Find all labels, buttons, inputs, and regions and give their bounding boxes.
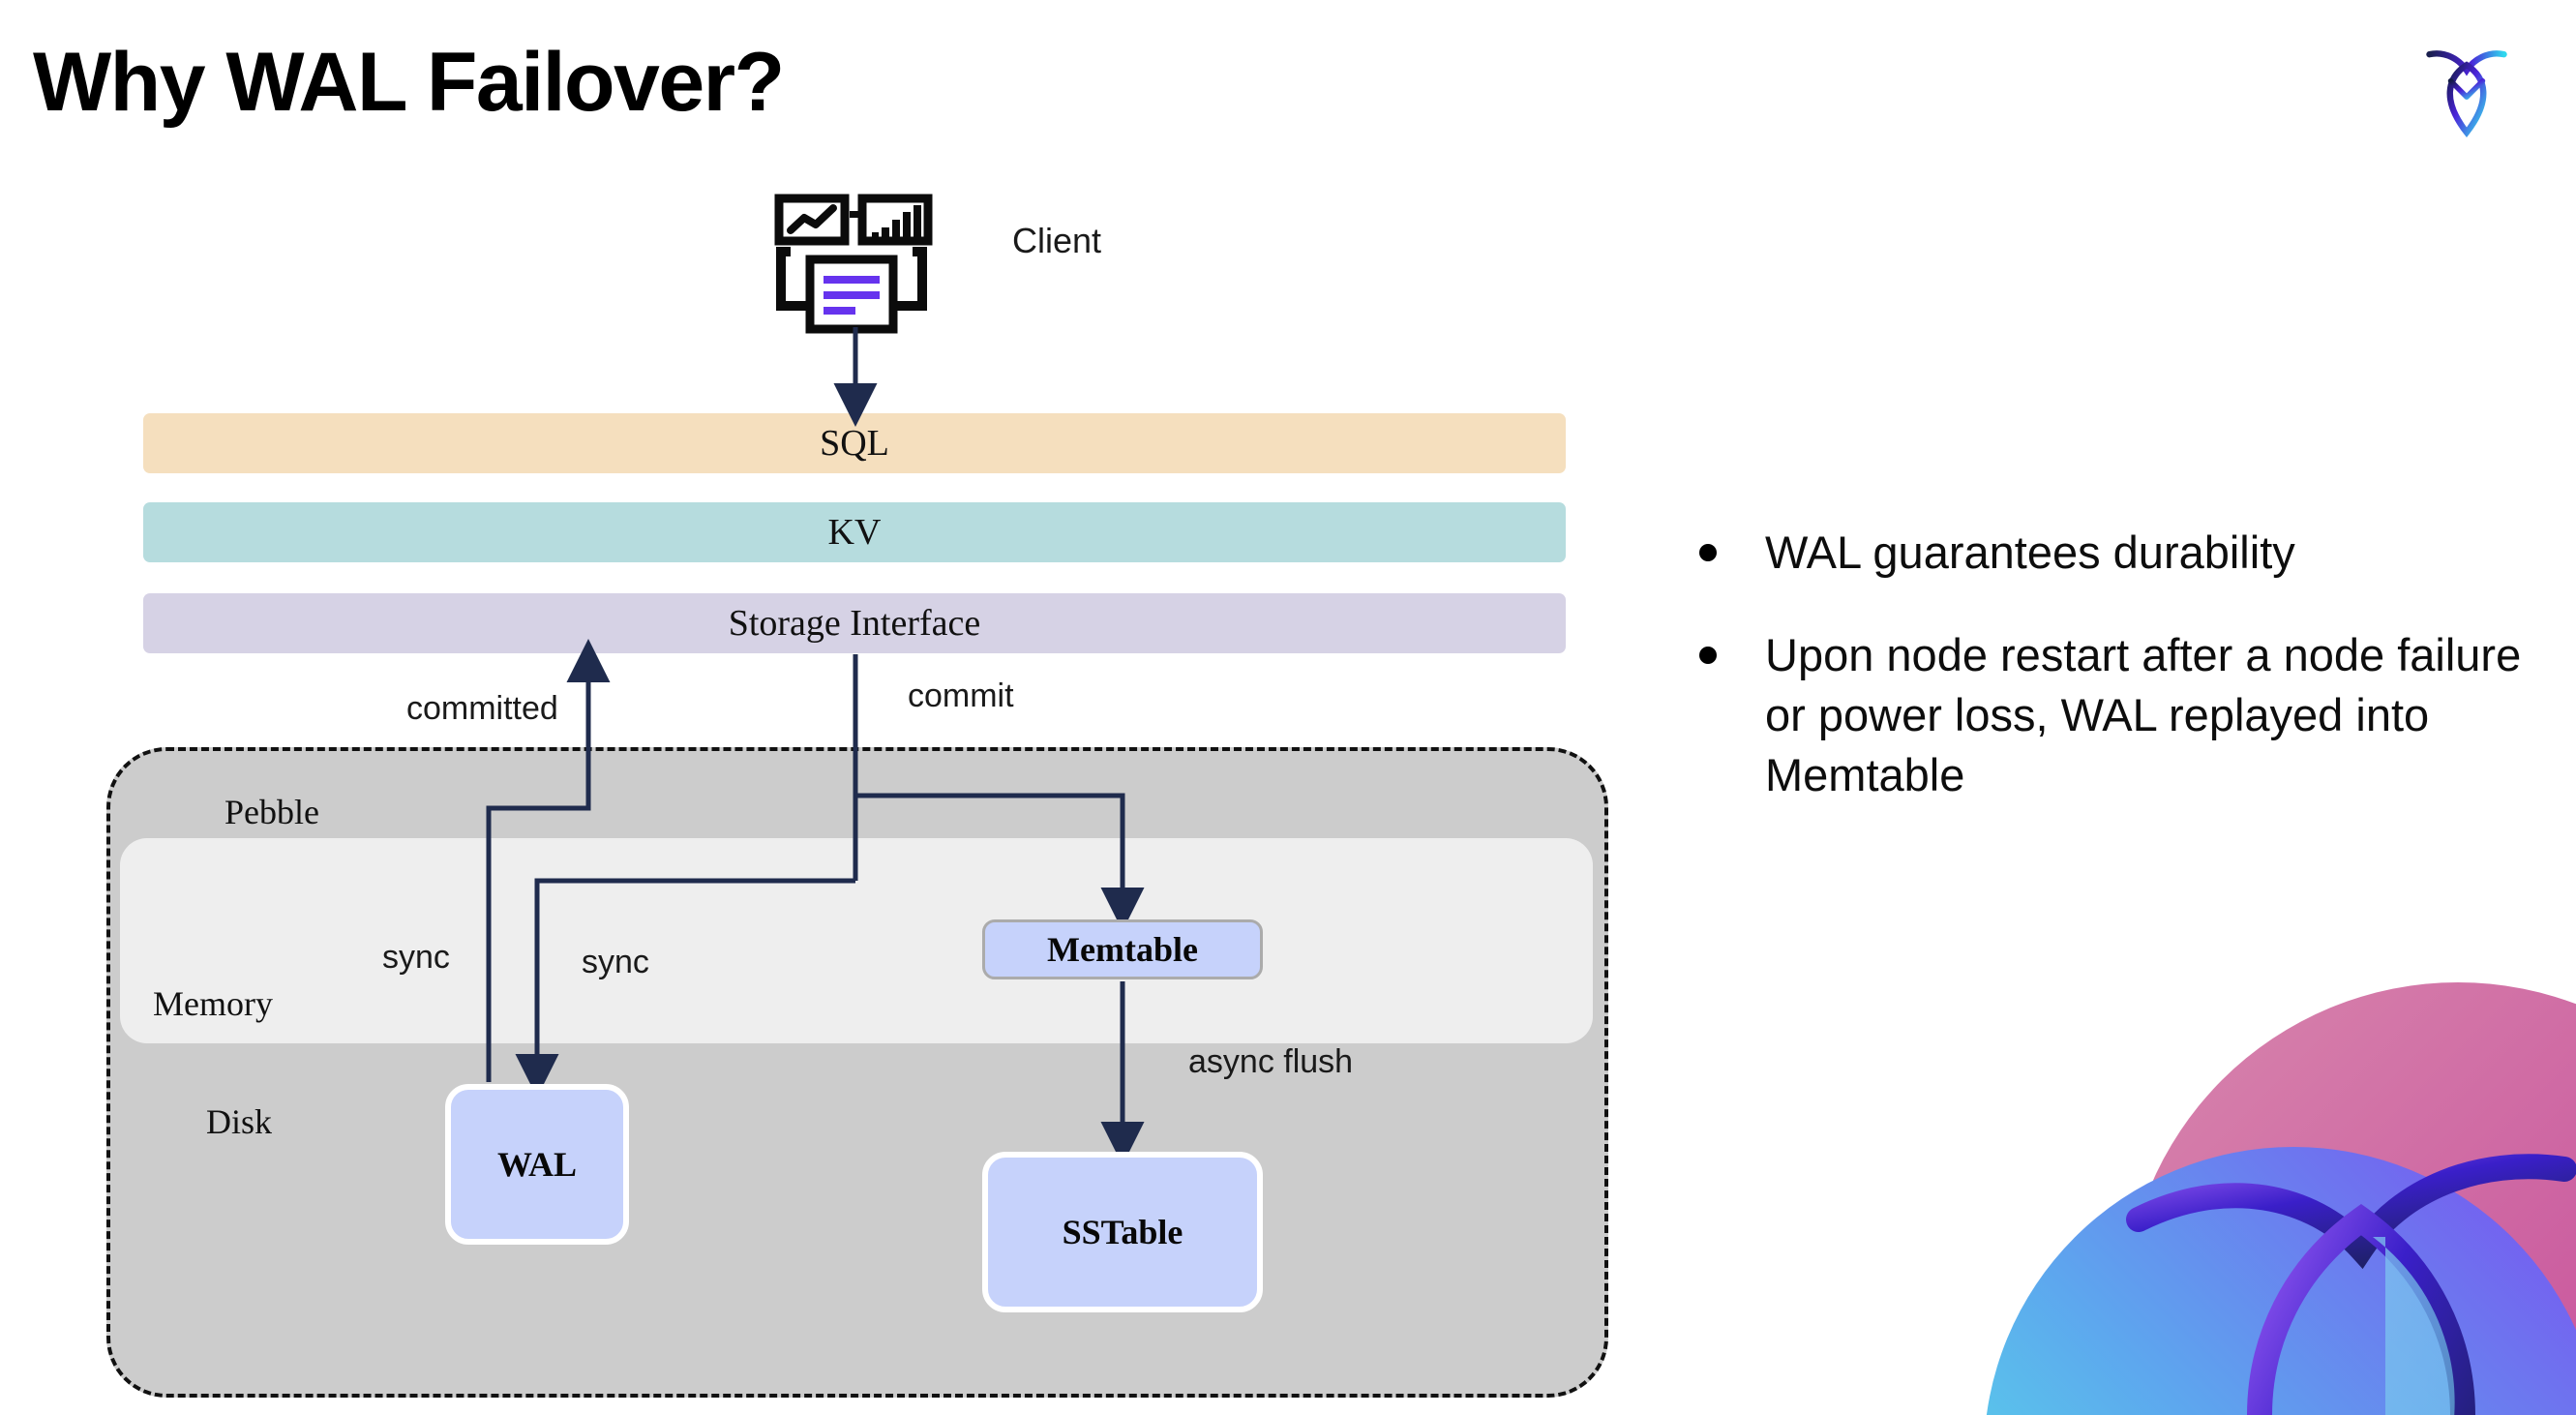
node-memtable[interactable]: Memtable <box>982 919 1263 979</box>
list-item: Upon node restart after a node failure o… <box>1699 625 2522 805</box>
bullet-list: WAL guarantees durability Upon node rest… <box>1699 523 2522 848</box>
wal-architecture-diagram: Client Pebble Memory Disk SQL KV Storage… <box>106 194 1608 1398</box>
pebble-label: Pebble <box>225 793 319 831</box>
edge-label-sync-left: sync <box>382 939 450 976</box>
bullet-dot-icon <box>1699 544 1717 561</box>
layer-bar-kv: KV <box>143 502 1566 562</box>
client-label: Client <box>1012 221 1102 260</box>
node-sstable[interactable]: SSTable <box>982 1152 1263 1312</box>
client-dashboard-icon <box>769 194 934 334</box>
decorative-brand-artwork <box>1955 929 2576 1415</box>
page-title: Why WAL Failover? <box>33 36 785 129</box>
layer-bar-sql: SQL <box>143 413 1566 473</box>
bullet-text: Upon node restart after a node failure o… <box>1765 629 2522 801</box>
memory-label: Memory <box>153 984 273 1023</box>
layer-bar-storage: Storage Interface <box>143 593 1566 653</box>
node-wal[interactable]: WAL <box>445 1084 629 1245</box>
edge-label-commit: commit <box>908 677 1014 714</box>
disk-label: Disk <box>206 1102 273 1141</box>
bullet-text: WAL guarantees durability <box>1765 527 2295 578</box>
cockroachdb-logo <box>2413 35 2520 141</box>
edge-label-async-flush: async flush <box>1188 1043 1354 1080</box>
list-item: WAL guarantees durability <box>1699 523 2522 583</box>
edge-label-committed: committed <box>406 690 558 727</box>
memory-region <box>120 838 1593 1043</box>
bullet-dot-icon <box>1699 647 1717 665</box>
edge-label-sync-right: sync <box>582 944 649 980</box>
